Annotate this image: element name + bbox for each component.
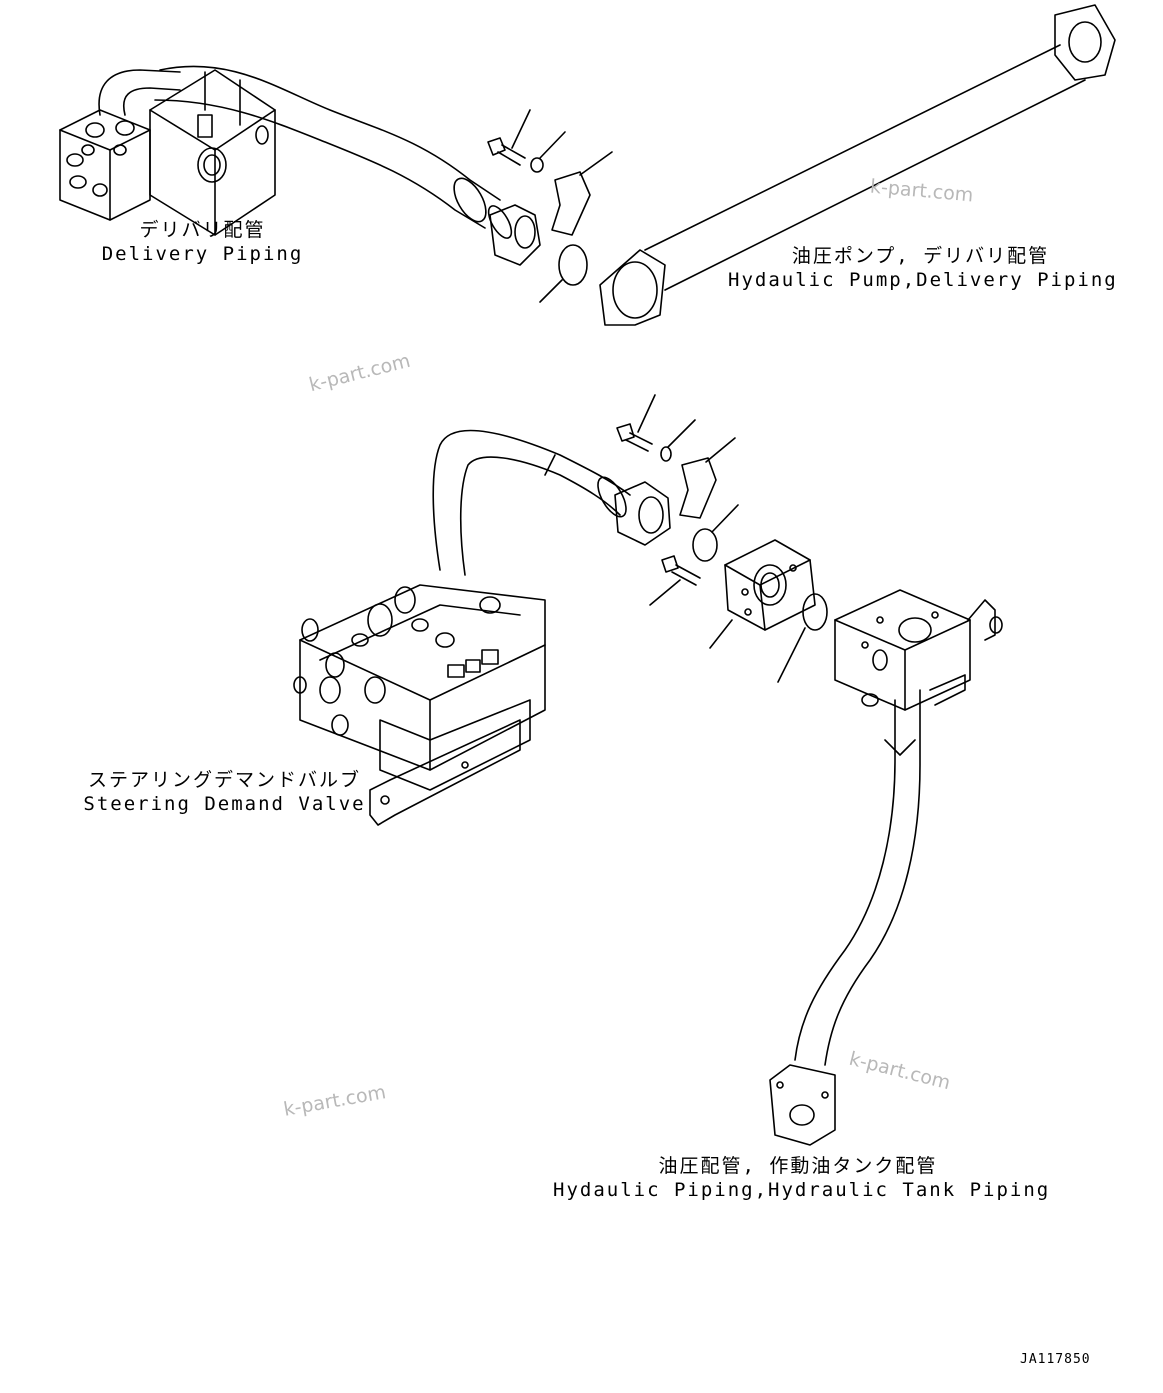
washer-2 xyxy=(660,419,696,462)
tank-piping-label: 油圧配管, 作動油タンク配管 Hydaulic Piping,Hydraulic… xyxy=(553,1154,1051,1202)
tank-pipe-block xyxy=(834,589,1003,711)
tank-piping-label-en: Hydaulic Piping,Hydraulic Tank Piping xyxy=(553,1179,1051,1201)
o-ring-2 xyxy=(692,504,739,562)
o-ring-3 xyxy=(777,593,828,683)
adapter-flange xyxy=(709,539,816,649)
tank-pipe xyxy=(769,689,921,1146)
bolt-3 xyxy=(649,555,701,606)
delivery-valve-block xyxy=(59,69,276,236)
drawing-code: JA117850 xyxy=(1020,1352,1091,1367)
steering-demand-valve xyxy=(293,584,546,826)
bolt-1 xyxy=(487,109,531,166)
half-flange-2 xyxy=(679,437,736,519)
half-flange-1 xyxy=(551,151,613,236)
bolt-2 xyxy=(616,394,656,452)
washer-1 xyxy=(530,131,566,173)
steering-hose xyxy=(432,429,631,576)
delivery-piping-label-en: Delivery Piping xyxy=(101,243,304,265)
pump-delivery-label: 油圧ポンプ, デリバリ配管 Hydaulic Pump,Delivery Pip… xyxy=(728,244,1118,292)
tank-piping-label-jp: 油圧配管, 作動油タンク配管 xyxy=(658,1155,938,1177)
split-flange-1 xyxy=(489,204,541,266)
steering-valve-label-en: Steering Demand Valve xyxy=(83,793,366,815)
steering-valve-label-jp: ステアリングデマンドバルブ xyxy=(87,769,361,791)
delivery-piping-label-jp: デリバリ配管 xyxy=(139,219,266,241)
steering-valve-label: ステアリングデマンドバルブ Steering Demand Valve xyxy=(82,768,367,816)
pump-delivery-pipe xyxy=(599,4,1116,326)
pump-delivery-label-jp: 油圧ポンプ, デリバリ配管 xyxy=(791,245,1050,267)
delivery-piping-label: デリバリ配管 Delivery Piping xyxy=(100,218,305,266)
o-ring-1 xyxy=(539,244,588,303)
delivery-hose xyxy=(154,65,513,239)
split-flange-2 xyxy=(614,481,671,546)
pump-delivery-label-en: Hydaulic Pump,Delivery Piping xyxy=(728,269,1118,291)
